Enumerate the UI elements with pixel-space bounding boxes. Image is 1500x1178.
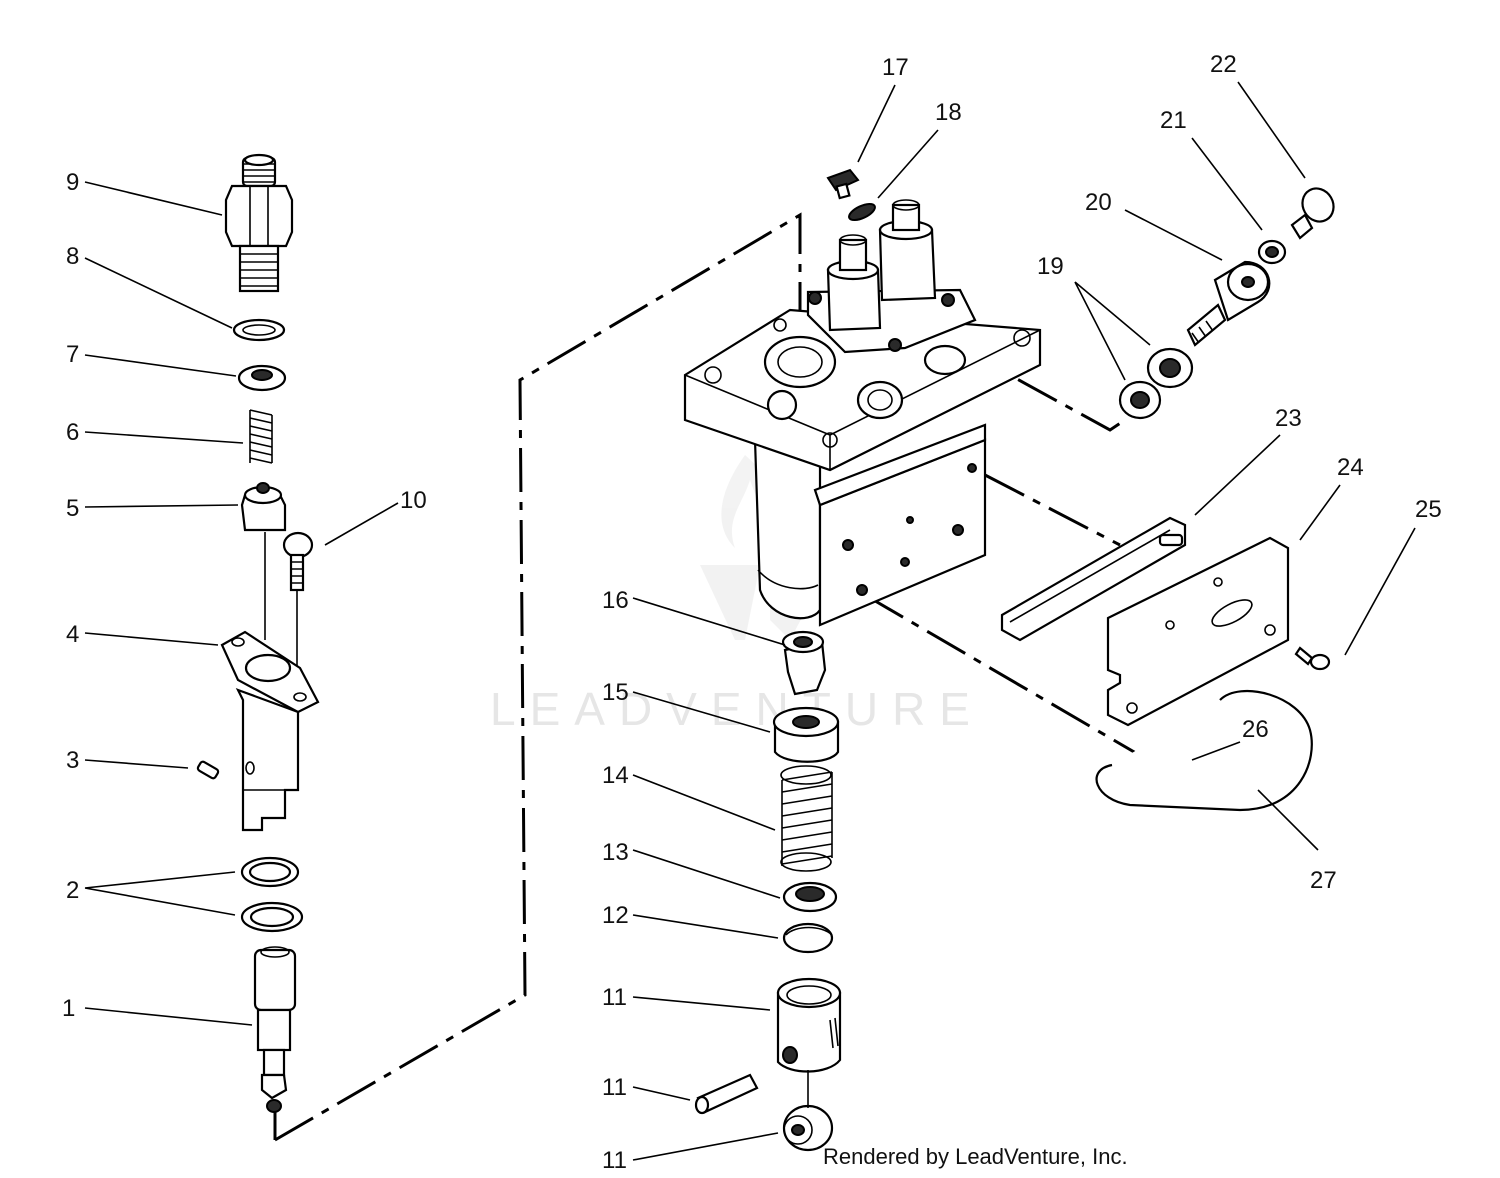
alignment-line [273, 212, 802, 1142]
rendered-by-credit: Rendered by LeadVenture, Inc. [823, 1144, 1128, 1169]
part-11-roller [782, 1104, 834, 1152]
part-12-shim [782, 922, 834, 954]
callout-20: 20 [1085, 189, 1112, 216]
part-18-washer [848, 202, 876, 222]
part-7-washer [237, 364, 287, 392]
part-21-washer [1257, 239, 1287, 265]
part-5-delivery-valve [240, 482, 287, 532]
part-16-tappet-guide [781, 630, 827, 696]
part-23-control-rack [1000, 516, 1187, 642]
part-13-spring-seat [782, 881, 838, 913]
callout-24: 24 [1337, 454, 1364, 481]
callout-14: 14 [602, 762, 629, 789]
callout-5: 5 [66, 495, 79, 522]
callout-26: 26 [1242, 716, 1269, 743]
callout-3: 3 [66, 747, 79, 774]
leader-lines [84, 81, 1416, 1161]
part-8-gasket [232, 318, 286, 342]
callout-labels: 9 8 7 6 5 10 4 3 2 1 16 15 14 13 12 11 1… [62, 51, 1442, 1174]
callout-25: 25 [1415, 496, 1442, 523]
callout-9: 9 [66, 169, 79, 196]
callout-19: 19 [1037, 253, 1064, 280]
callout-11-roller: 11 [602, 1147, 627, 1174]
part-20-eye-bolt [1186, 260, 1271, 347]
callout-21: 21 [1160, 107, 1187, 134]
part-11-tappet [776, 977, 842, 1073]
callout-22: 22 [1210, 51, 1237, 78]
part-4-pump-element-barrel [220, 630, 320, 832]
callout-4: 4 [66, 621, 79, 648]
part-10-screw [282, 531, 314, 592]
callout-6: 6 [66, 419, 79, 446]
part-1-plunger [253, 946, 297, 1113]
callout-8: 8 [66, 243, 79, 270]
callout-10: 10 [400, 487, 427, 514]
part-25-screw [1294, 646, 1331, 671]
part-15-spring-seat [772, 706, 840, 763]
alignment-line-26 [864, 593, 1166, 772]
part-9-delivery-valve-holder [224, 153, 294, 293]
part-14-plunger-spring [780, 765, 833, 872]
callout-11-tappet: 11 [602, 984, 627, 1011]
callout-11-pin: 11 [602, 1074, 627, 1101]
part-11-tappet-pin [694, 1073, 759, 1115]
callout-1: 1 [62, 995, 75, 1022]
callout-27: 27 [1310, 867, 1337, 894]
callout-13: 13 [602, 839, 629, 866]
part-2-o-rings [240, 856, 304, 933]
part-3-pin [196, 760, 220, 780]
part-24-cover-plate [1106, 536, 1290, 727]
callout-23: 23 [1275, 405, 1302, 432]
callout-16: 16 [602, 587, 629, 614]
callout-18: 18 [935, 99, 962, 126]
part-6-spring [249, 409, 273, 464]
part-27-wire-clip [1095, 690, 1313, 812]
part-17-air-vent-screw [826, 168, 860, 200]
callout-2: 2 [66, 877, 79, 904]
callout-15: 15 [602, 679, 629, 706]
callout-7: 7 [66, 341, 79, 368]
alignment-line-23 [984, 473, 1121, 547]
callout-17: 17 [882, 54, 909, 81]
watermark-text: LEADVENTURE [490, 683, 984, 735]
part-19-washers [1118, 347, 1194, 420]
part-22-bolt [1290, 187, 1335, 240]
callout-12: 12 [602, 902, 629, 929]
injection-pump-housing [683, 199, 1042, 627]
